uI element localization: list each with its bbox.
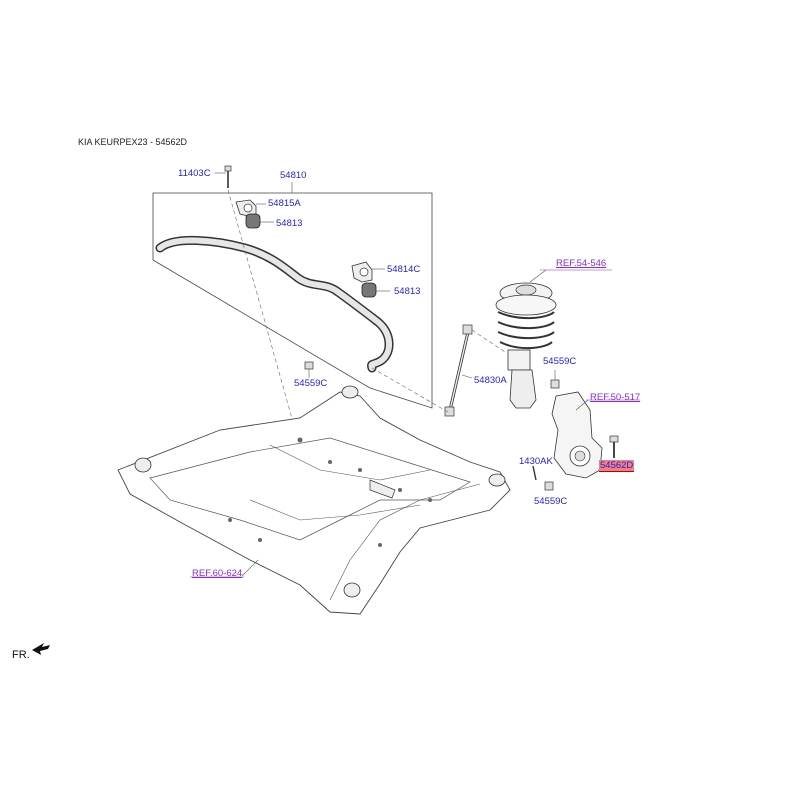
dashed-leader-bolt	[227, 189, 299, 441]
label-54815a[interactable]: 54815A	[268, 198, 301, 209]
front-direction-label: FR.	[12, 649, 30, 661]
bolt-54562d[interactable]	[609, 435, 619, 458]
ref-link-subframe[interactable]: REF.60-624	[192, 568, 243, 579]
label-11403c[interactable]: 11403C	[178, 168, 211, 179]
front-direction-arrow-icon	[32, 643, 50, 655]
nut-54559c-lower[interactable]	[544, 481, 554, 491]
label-54559c-lower[interactable]: 54559C	[534, 496, 568, 507]
bolt-11403c[interactable]	[215, 165, 232, 188]
nut-54559c-left[interactable]	[304, 361, 314, 378]
label-1430ak[interactable]: 1430AK	[519, 456, 553, 467]
nut-54559c-upper[interactable]	[550, 370, 560, 389]
leader-ref-knuckle	[575, 399, 589, 411]
pin-1430ak[interactable]	[532, 465, 537, 481]
bushing-54813-lower[interactable]	[361, 282, 390, 298]
label-54810[interactable]: 54810	[280, 170, 307, 181]
label-54813-lower[interactable]: 54813	[394, 286, 421, 297]
ref-link-knuckle[interactable]: REF.50-517	[590, 392, 641, 403]
label-54559c-left[interactable]: 54559C	[294, 378, 328, 389]
steering-knuckle[interactable]	[551, 391, 603, 479]
diagram-title: KIA KEURPEX23 - 54562D	[78, 137, 188, 147]
leader-ref-subframe	[241, 559, 259, 577]
label-54830a[interactable]: 54830A	[474, 375, 507, 386]
label-54813-upper[interactable]: 54813	[276, 218, 303, 229]
bushing-54813-upper[interactable]	[245, 213, 274, 229]
label-54562d-highlighted[interactable]: 54562D	[599, 460, 635, 472]
ref-link-strut[interactable]: REF.54-546	[556, 258, 607, 269]
label-54814c[interactable]: 54814C	[387, 264, 421, 275]
label-54559c-upper[interactable]: 54559C	[543, 356, 577, 367]
stabilizer-link-54830a[interactable]	[444, 324, 473, 417]
leader-ref-strut	[529, 269, 547, 283]
bracket-54814c[interactable]	[351, 261, 385, 283]
front-subframe[interactable]	[117, 385, 511, 615]
dashed-leader-link	[371, 367, 449, 413]
stabilizer-group-box	[152, 192, 433, 409]
strut-assembly[interactable]	[495, 282, 557, 409]
stabilizer-bar[interactable]	[155, 236, 394, 373]
